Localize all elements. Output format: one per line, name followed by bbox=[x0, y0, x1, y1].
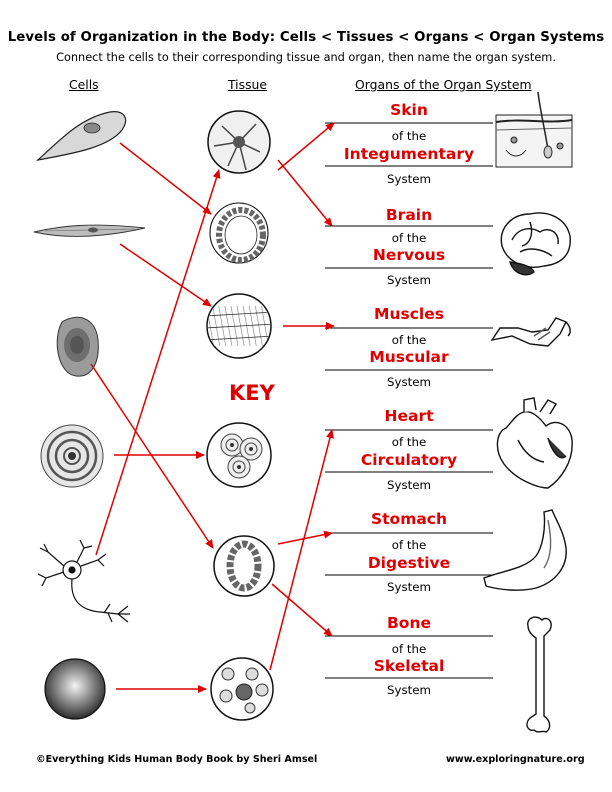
worksheet-instructions: Connect the cells to their corresponding… bbox=[56, 51, 556, 64]
answer-lines bbox=[325, 122, 493, 679]
website-footer[interactable]: www.exploringnature.org bbox=[446, 754, 585, 765]
system-word-label: System bbox=[387, 580, 431, 594]
of-the-label: of the bbox=[391, 231, 427, 245]
of-the-label: of the bbox=[391, 333, 427, 347]
system-nervous-label: Nervous bbox=[372, 246, 446, 264]
nerve-tissue-icon bbox=[207, 110, 271, 174]
system-word-label: System bbox=[387, 172, 431, 186]
of-the-label: of the bbox=[391, 129, 427, 143]
bone-cell-icon bbox=[40, 424, 104, 488]
organ-muscles-label: Muscles bbox=[374, 305, 444, 323]
arrow-squamous-to-epithelial bbox=[119, 142, 212, 215]
bone-tissue-icon bbox=[206, 422, 272, 488]
heart-illustration bbox=[496, 397, 573, 489]
system-word-label: System bbox=[387, 478, 431, 492]
organ-bone-label: Bone bbox=[386, 614, 431, 632]
femur-bone-illustration bbox=[526, 616, 552, 733]
arrow-neuron-to-nerve bbox=[95, 169, 221, 556]
tissue-column-heading: Tissue bbox=[228, 77, 268, 92]
organ-heart-label: Heart bbox=[384, 407, 434, 425]
system-skeletal-label: Skeletal bbox=[373, 657, 445, 675]
smooth-muscle-cell-icon bbox=[33, 224, 146, 237]
stomach-lining-tissue-icon bbox=[213, 535, 275, 597]
answer-key-arrows bbox=[90, 122, 335, 693]
arrow-nerve-to-brain-row bbox=[277, 122, 335, 171]
system-digestive-label: Digestive bbox=[367, 554, 451, 572]
system-word-label: System bbox=[387, 683, 431, 697]
answer-key-label: KEY bbox=[229, 381, 275, 405]
neuron-icon bbox=[37, 539, 130, 623]
system-circulatory-label: Circulatory bbox=[360, 451, 458, 469]
fat-cell-icon bbox=[56, 317, 99, 377]
system-integumentary-label: Integumentary bbox=[343, 145, 475, 163]
worksheet-title: Levels of Organization in the Body: Cell… bbox=[7, 30, 605, 45]
cells-column-heading: Cells bbox=[69, 77, 99, 92]
arrow-bone-tissue-to-bone-row bbox=[271, 583, 333, 637]
arrow-epithelial-to-skin-row bbox=[277, 159, 333, 227]
system-muscular-label: Muscular bbox=[369, 348, 449, 366]
copyright-footer: ©Everything Kids Human Body Book by Sher… bbox=[36, 754, 318, 765]
arrow-stomach-to-stomach-row bbox=[277, 530, 333, 545]
of-the-label: of the bbox=[391, 435, 427, 449]
arrow-blood-to-heart-row bbox=[269, 429, 334, 671]
brain-illustration bbox=[500, 212, 571, 276]
system-word-label: System bbox=[387, 273, 431, 287]
skin-cross-section-illustration bbox=[495, 91, 573, 168]
organ-stomach-label: Stomach bbox=[370, 510, 448, 528]
arrow-smooth-to-muscle bbox=[119, 243, 212, 307]
organ-brain-label: Brain bbox=[385, 206, 433, 224]
blood-tissue-icon bbox=[210, 657, 274, 721]
system-word-label: System bbox=[387, 375, 431, 389]
epithelial-tissue-icon bbox=[209, 202, 269, 264]
squamous-epithelial-cell-icon bbox=[36, 111, 127, 161]
flexed-arm-illustration bbox=[490, 317, 571, 347]
muscle-tissue-icon bbox=[206, 293, 272, 359]
organ-skin-label: Skin bbox=[390, 101, 428, 119]
arrow-fat-to-stomach bbox=[90, 363, 214, 549]
of-the-label: of the bbox=[391, 538, 427, 552]
of-the-label: of the bbox=[391, 642, 427, 656]
stomach-illustration bbox=[483, 509, 567, 591]
organs-column-heading: Organs of the Organ System bbox=[355, 77, 532, 92]
red-blood-cell-icon bbox=[44, 658, 106, 720]
